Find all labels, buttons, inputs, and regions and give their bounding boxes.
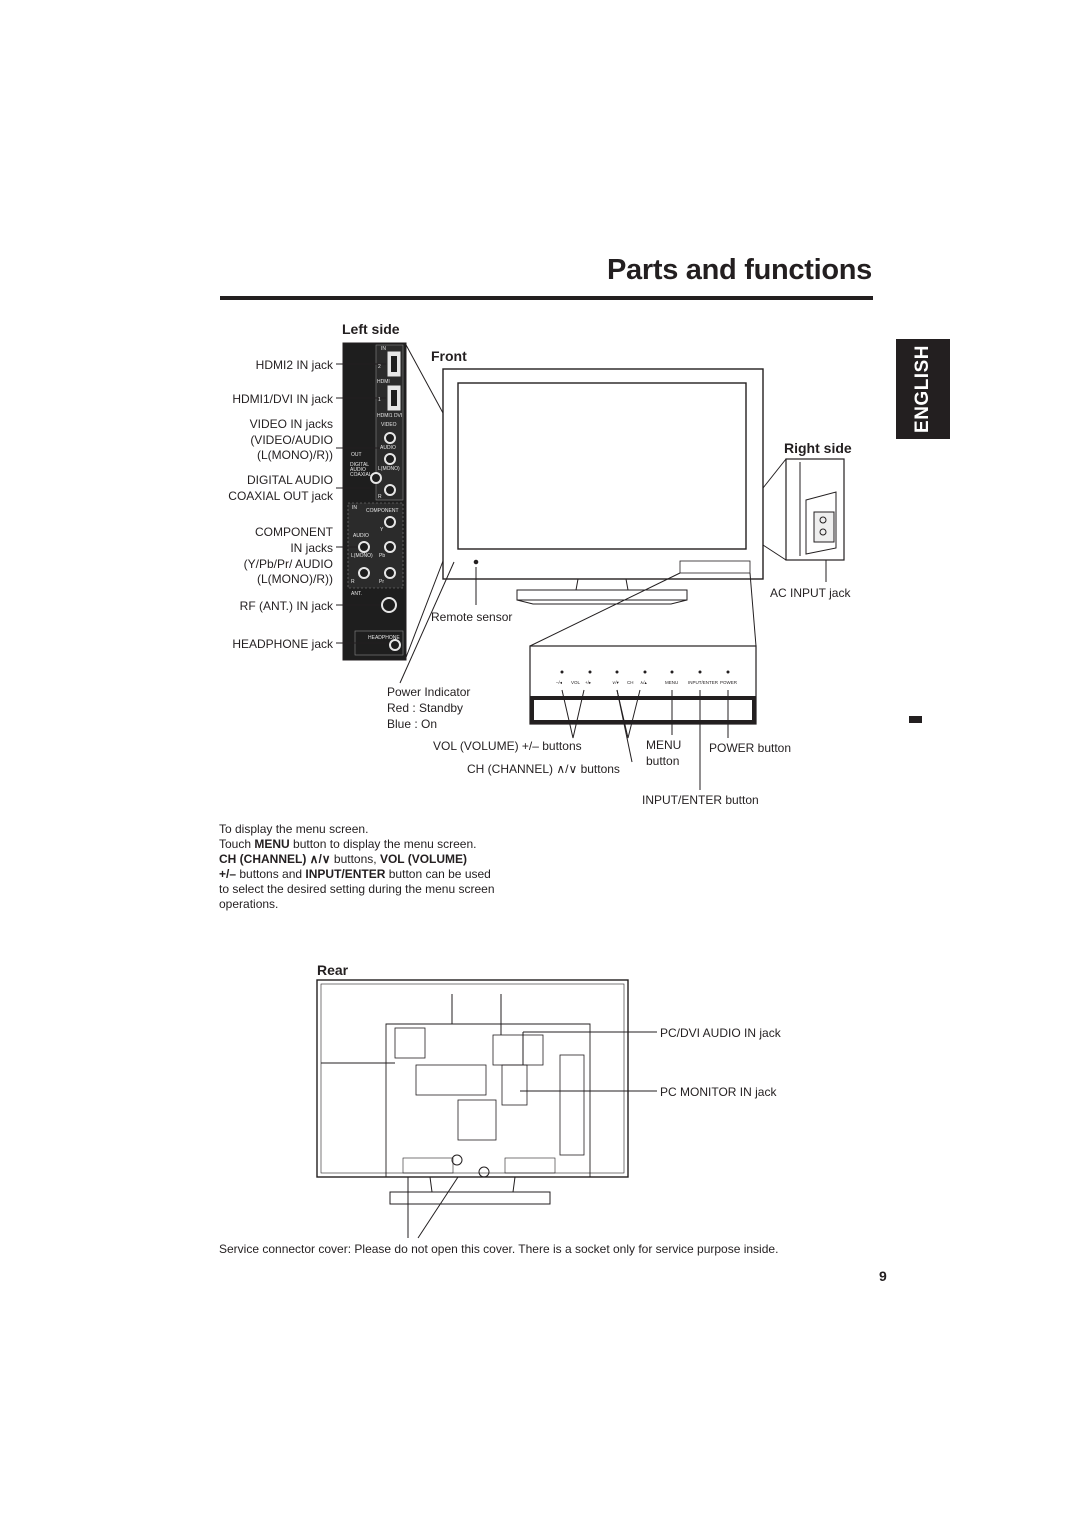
keypad-ch-down: ∨/▾ — [612, 680, 620, 685]
label-component-2: IN jacks — [290, 541, 333, 555]
label-component-1: COMPONENT — [255, 525, 333, 539]
right-side-heading: Right side — [784, 440, 852, 456]
label-power-indicator-1: Power Indicator — [387, 685, 471, 699]
label-menu-1: MENU — [646, 738, 682, 752]
panel-audio-1: AUDIO — [350, 467, 366, 473]
label-video-2: (VIDEO/AUDIO — [250, 433, 333, 447]
panel-ant: ANT. — [351, 591, 362, 597]
label-remote-sensor: Remote sensor — [431, 610, 513, 624]
label-component-4: (L(MONO)/R)) — [257, 572, 333, 586]
panel-y: Y — [380, 527, 384, 533]
panel-lmono-2: L(MONO) — [351, 553, 373, 559]
label-hdmi1: HDMI1/DVI IN jack — [232, 392, 333, 406]
menu-description: To display the menu screen. Touch MENU b… — [219, 822, 529, 912]
desc-line-2: Touch MENU button to display the menu sc… — [219, 837, 477, 851]
front-heading: Front — [431, 348, 467, 364]
keypad-detail — [399, 561, 757, 790]
label-ac-input: AC INPUT jack — [770, 586, 851, 600]
panel-in-1: IN — [381, 346, 386, 352]
desc-line-6: operations. — [219, 897, 279, 911]
panel-audio-2: AUDIO — [380, 445, 396, 451]
panel-hdmi-logo: HDMI — [377, 379, 390, 385]
keypad-vol: VOL — [571, 680, 581, 685]
label-ch-buttons: CH (CHANNEL) ∧/∨ buttons — [467, 762, 620, 776]
label-power-indicator-2: Red : Standby — [387, 701, 464, 715]
keypad-menu: MENU — [665, 680, 678, 685]
panel-headphone: HEADPHONE — [368, 635, 400, 641]
keypad-vol-plus: +/▸ — [585, 680, 592, 685]
desc-line-5: to select the desired setting during the… — [219, 882, 495, 896]
panel-in-2: IN — [352, 505, 357, 511]
panel-pr: Pr — [379, 579, 384, 585]
label-pc-monitor: PC MONITOR IN jack — [660, 1085, 777, 1099]
label-input-enter: INPUT/ENTER button — [642, 793, 759, 807]
rear-heading: Rear — [317, 962, 349, 978]
keypad-power: POWER — [720, 680, 738, 685]
right-side-view — [762, 458, 845, 582]
panel-lmono-1: L(MONO) — [378, 466, 400, 472]
keypad-vol-minus: –/◂ — [556, 680, 563, 685]
label-headphone: HEADPHONE jack — [232, 637, 333, 651]
keypad-input-enter: INPUT/ENTER — [688, 680, 719, 685]
label-vol-buttons: VOL (VOLUME) +/– buttons — [433, 739, 582, 753]
label-rf: RF (ANT.) IN jack — [239, 599, 333, 613]
label-digital-1: DIGITAL AUDIO — [246, 473, 333, 487]
service-note: Service connector cover: Please do not o… — [219, 1242, 779, 1256]
desc-line-3: CH (CHANNEL) ∧/∨ buttons, VOL (VOLUME) — [219, 852, 468, 866]
keypad-ch: CH — [627, 680, 634, 685]
label-pc-dvi-audio: PC/DVI AUDIO IN jack — [660, 1026, 781, 1040]
keypad-ch-up: ∧/▴ — [640, 680, 648, 685]
panel-pb: Pb — [379, 553, 385, 559]
left-side-heading: Left side — [342, 321, 400, 337]
panel-out: OUT — [351, 452, 362, 458]
panel-video: VIDEO — [381, 422, 397, 428]
label-video-1: VIDEO IN jacks — [249, 417, 333, 431]
label-component-3: (Y/Pb/Pr/ AUDIO — [243, 557, 333, 571]
front-tv — [442, 368, 764, 605]
label-video-3: (L(MONO)/R)) — [257, 448, 333, 462]
panel-r-2: R — [351, 579, 355, 585]
desc-line-4: +/– buttons and INPUT/ENTER button can b… — [219, 867, 491, 881]
label-digital-2: COAXIAL OUT jack — [228, 489, 333, 503]
label-hdmi2: HDMI2 IN jack — [255, 358, 333, 372]
panel-component: COMPONENT — [366, 508, 399, 514]
left-side-panel — [342, 342, 407, 661]
panel-num-1: 1 — [378, 397, 381, 403]
panel-hdmi-dvi: HDMI1 DVI — [377, 413, 402, 419]
panel-digital: DIGITAL — [350, 462, 369, 468]
panel-num-2: 2 — [378, 364, 381, 370]
label-power-indicator-3: Blue : On — [387, 717, 438, 731]
label-menu-2: button — [646, 754, 680, 768]
page-number: 9 — [879, 1268, 887, 1284]
left-side-leaders — [336, 363, 389, 644]
title-rule — [220, 296, 873, 300]
section-marker — [909, 716, 922, 723]
page-title: Parts and functions — [607, 254, 872, 286]
desc-line-1: To display the menu screen. — [219, 822, 369, 836]
panel-r-1: R — [378, 494, 382, 500]
label-power-button: POWER button — [709, 741, 792, 755]
panel-audio-3: AUDIO — [353, 533, 369, 539]
panel-coaxial: COAXIAL — [350, 472, 372, 478]
rear-tv — [316, 979, 657, 1239]
language-tab: ENGLISH — [896, 339, 950, 439]
